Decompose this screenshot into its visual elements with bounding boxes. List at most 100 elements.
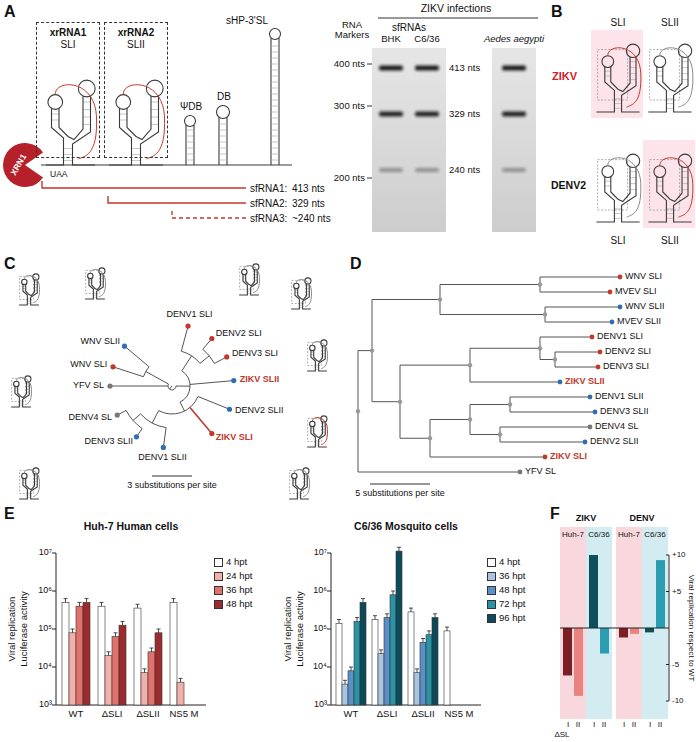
- cell-band: C6/36: [586, 527, 612, 719]
- tree-branch: [545, 322, 612, 323]
- rna-strand: [648, 66, 666, 112]
- error-bar: [173, 599, 174, 603]
- zero-line: [560, 628, 669, 629]
- mutant-label: I: [623, 721, 625, 730]
- leaf-dot: [110, 364, 115, 369]
- data-bar: [589, 555, 598, 628]
- error-bar: [393, 591, 394, 595]
- data-bar: [378, 654, 384, 705]
- error-bar: [345, 680, 346, 684]
- base-pair: [186, 142, 194, 143]
- data-bar: [408, 612, 414, 705]
- tick-label: 10⁷: [39, 548, 52, 558]
- base-pair: [630, 183, 636, 184]
- rna-strand: [674, 57, 692, 112]
- mutant-label: II: [658, 721, 662, 730]
- tree-branch: [125, 346, 150, 367]
- error-bar: [361, 598, 365, 599]
- base-pair: [630, 189, 636, 190]
- tree-leaf-label: WNV SLI: [625, 272, 662, 282]
- axis-tick: [666, 555, 669, 556]
- pseudoknot: [244, 266, 259, 293]
- axis-title: Luciferase activity: [295, 591, 305, 667]
- rna-band: [415, 112, 439, 117]
- node-dot: [553, 357, 557, 361]
- tree-branch: [470, 434, 500, 435]
- lane-header: RNA Markers: [330, 20, 374, 41]
- tree-leaf-label: WNV SLI: [70, 360, 107, 370]
- base-pair: [657, 71, 663, 72]
- hairpin-loop: [270, 29, 281, 40]
- data-bar: [83, 602, 90, 705]
- base-pair: [83, 109, 91, 110]
- rna-band: [379, 66, 403, 71]
- base-pair: [219, 124, 227, 125]
- rna-structure: [289, 468, 309, 499]
- axis-tick: [327, 591, 331, 592]
- error-bar: [65, 599, 66, 603]
- data-bar: [396, 551, 402, 705]
- legend-text: 4 hpt: [499, 557, 520, 567]
- sfrna-bracket: [108, 196, 246, 203]
- base-pair: [186, 130, 194, 131]
- data-bar: [619, 628, 628, 637]
- stem-loop-name: SLI: [610, 235, 625, 246]
- scale-bar: [370, 483, 430, 484]
- length-label: ~240 nts: [292, 213, 331, 224]
- legend-swatch: [214, 586, 223, 595]
- dotted-frame: [650, 50, 680, 100]
- node-label: xrRNA2: [105, 27, 167, 39]
- band-label: Huh-7: [616, 527, 642, 539]
- data-bar: [141, 673, 148, 705]
- rna-strand: [648, 176, 666, 222]
- tree-branch: [500, 427, 590, 428]
- legend-text: 36 hpt: [499, 571, 525, 581]
- enzyme-shape: [2, 142, 48, 188]
- error-bar: [375, 616, 376, 620]
- rna-strand: [41, 108, 64, 165]
- chart-title: Huh-7 Human cells: [84, 521, 179, 533]
- highlight-box: [643, 140, 695, 228]
- tree-leaf-label: MVEV SLII: [617, 317, 661, 327]
- pseudoknot: [24, 276, 39, 303]
- header-rule: [378, 18, 538, 19]
- axis-tick: [666, 701, 669, 702]
- hairpin-loop: [654, 166, 666, 178]
- hairpin-loop: [678, 154, 691, 167]
- base-pair: [186, 136, 194, 137]
- tree-leaf-label: DENV4 SL: [68, 413, 112, 423]
- error-bar: [172, 598, 176, 599]
- tick-label: 10⁷: [314, 548, 327, 558]
- error-bar: [379, 649, 383, 650]
- error-bar: [108, 652, 109, 656]
- data-bar: [155, 633, 162, 705]
- rna-structure: [648, 44, 692, 112]
- base-pair: [219, 130, 227, 131]
- tree-arc: [159, 396, 198, 414]
- axis-tick: [52, 629, 56, 630]
- base-pair: [219, 136, 227, 137]
- base-pair: [630, 171, 636, 172]
- error-bar: [150, 648, 154, 649]
- tree-branch: [372, 299, 440, 300]
- group-header: ZIKV infections: [421, 3, 492, 15]
- base-pair: [271, 46, 279, 47]
- leaf-dot: [610, 320, 615, 325]
- base-pair: [52, 114, 60, 115]
- rna-structure: [307, 340, 327, 371]
- leaf-dot: [209, 336, 214, 341]
- data-bar: [177, 682, 184, 705]
- error-bar: [397, 547, 401, 548]
- tree-branch: [400, 365, 470, 366]
- tick-label: -5: [672, 660, 679, 669]
- data-bar: [414, 673, 420, 705]
- rna-structure: [596, 154, 640, 222]
- tree-branch: [500, 442, 585, 443]
- hairpin-loop: [294, 283, 299, 288]
- tick-label: 10⁴: [313, 662, 327, 672]
- data-bar: [69, 633, 76, 705]
- mutant-label: II: [576, 721, 580, 730]
- data-bar: [390, 595, 396, 705]
- data-bar: [360, 602, 366, 705]
- error-bar: [387, 614, 388, 618]
